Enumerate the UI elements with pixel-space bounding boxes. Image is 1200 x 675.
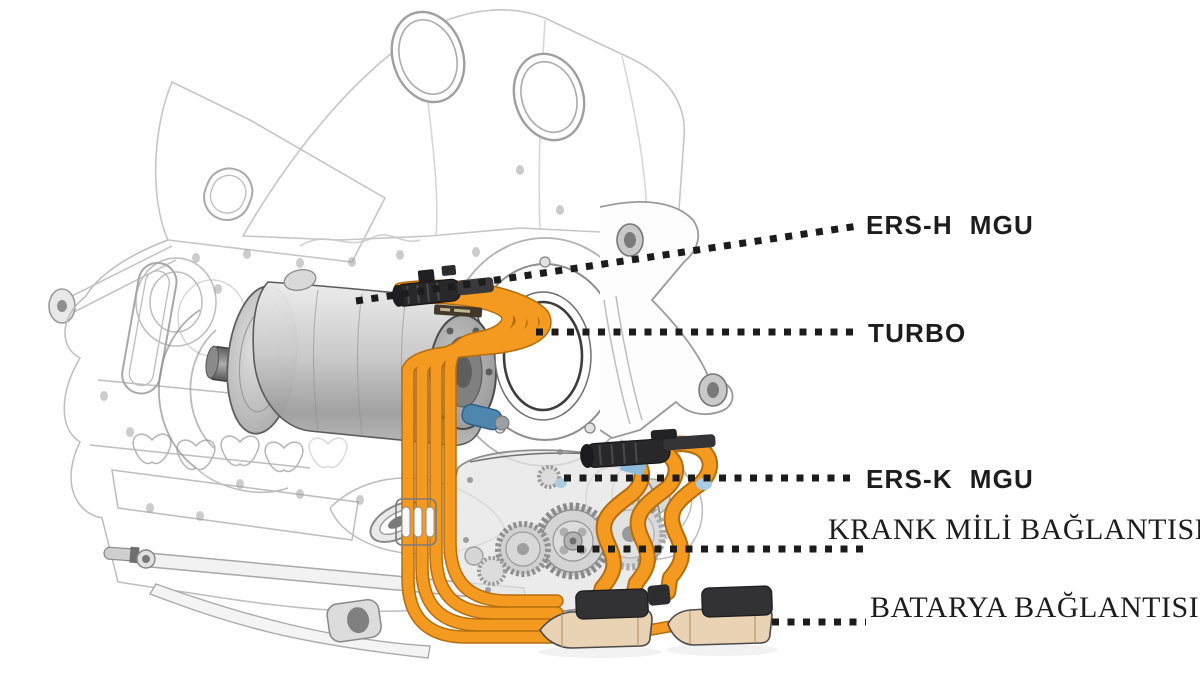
- leader-ers-h: [355, 222, 859, 305]
- intake-ports: [132, 433, 348, 473]
- intake-ring-left: [390, 10, 466, 104]
- battery-plug-2: [667, 585, 773, 646]
- label-turbo: TURBO: [868, 318, 966, 348]
- battery-plug-1: [539, 588, 653, 649]
- ers-k-connector: [580, 428, 716, 468]
- hv-cable-bundle: [393, 279, 564, 644]
- ers-k-cables: [587, 435, 719, 605]
- leader-lines: [355, 222, 866, 626]
- label-ers-h-mgu: ERS-H MGU: [866, 210, 1034, 240]
- label-batarya-baglantisi: BATARYA BAĞLANTISI: [870, 591, 1199, 624]
- labels: ERS-H MGU TURBO ERS-K MGU KRANK MİLİ BAĞ…: [828, 210, 1200, 624]
- cable-clamp-bracket: [395, 498, 437, 546]
- battery-connectors: [538, 584, 778, 658]
- coolant-fitting-blue: [461, 403, 510, 431]
- front-mount-plate: [48, 80, 387, 324]
- cable-tag: [433, 304, 483, 318]
- intake-ring-right: [512, 52, 586, 142]
- label-ers-k-mgu: ERS-K MGU: [866, 464, 1034, 494]
- label-krank-mili-baglantisi: KRANK MİLİ BAĞLANTISI: [828, 513, 1200, 546]
- airbox-outline: [241, 9, 686, 247]
